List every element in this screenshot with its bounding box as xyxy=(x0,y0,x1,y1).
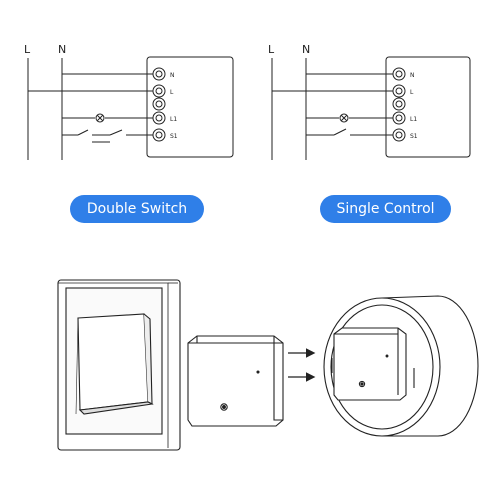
arrow-icon xyxy=(288,348,316,382)
single-control-caption: Single Control xyxy=(320,195,451,223)
line-label: L xyxy=(268,43,275,56)
line-label: N xyxy=(302,43,310,56)
terminal-label: L1 xyxy=(410,116,417,123)
double-switch-caption: Double Switch xyxy=(70,195,204,223)
lamp-icon xyxy=(339,113,349,123)
module-box xyxy=(146,56,234,158)
double-switch-wiring xyxy=(27,56,234,160)
terminal-block xyxy=(392,67,406,142)
wall-switch xyxy=(57,279,181,451)
terminal-label: S1 xyxy=(170,133,178,140)
line-label: N xyxy=(58,43,66,56)
lamp-icon xyxy=(95,113,105,123)
terminal-label: L1 xyxy=(170,116,177,123)
terminal-label: L xyxy=(410,89,414,96)
terminal-block xyxy=(152,67,166,142)
relay-module xyxy=(187,335,284,427)
module-box xyxy=(385,56,471,158)
line-label: L xyxy=(24,43,31,56)
terminal-label: L xyxy=(170,89,174,96)
junction-box xyxy=(323,295,479,437)
terminal-label: N xyxy=(410,72,415,79)
terminal-label: S1 xyxy=(410,133,418,140)
single-control-wiring xyxy=(271,56,471,160)
terminal-label: N xyxy=(170,72,175,79)
